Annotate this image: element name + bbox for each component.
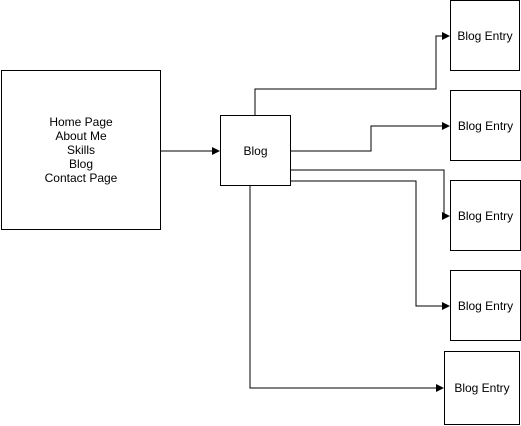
home-page-node-lines: Home Page About Me Skills Blog Contact P… [45,115,118,185]
arrow-blog-to-entry-5 [249,185,444,392]
contact-page-line: Contact Page [44,171,118,185]
blog-node: Blog [220,115,291,186]
blog-entry-label: Blog Entry [454,381,510,395]
home-page-node: Home Page About Me Skills Blog Contact P… [1,70,161,230]
blog-entry-label: Blog Entry [457,208,514,223]
blog-entry-node-5: Blog Entry [444,351,520,425]
arrow-blog-to-entry-1 [254,32,450,115]
about-me-line: About Me [55,129,107,143]
blog-line: Blog [68,157,94,171]
blog-node-label: Blog [243,143,268,158]
arrow-blog-to-entry-4 [290,180,450,310]
blog-entry-label: Blog Entry [457,298,514,313]
blog-entry-node-4: Blog Entry [450,270,521,341]
home-page-line: Home Page [49,115,113,129]
blog-entry-label: Blog Entry [457,118,514,133]
blog-entry-node-1: Blog Entry [450,0,520,71]
arrow-blog-to-entry-2 [290,122,450,152]
blog-entry-label: Blog Entry [457,28,513,43]
arrow-blog-to-entry-3 [290,169,450,220]
blog-entry-node-2: Blog Entry [450,90,521,161]
blog-entry-node-3: Blog Entry [450,180,521,251]
skills-line: Skills [66,143,95,157]
